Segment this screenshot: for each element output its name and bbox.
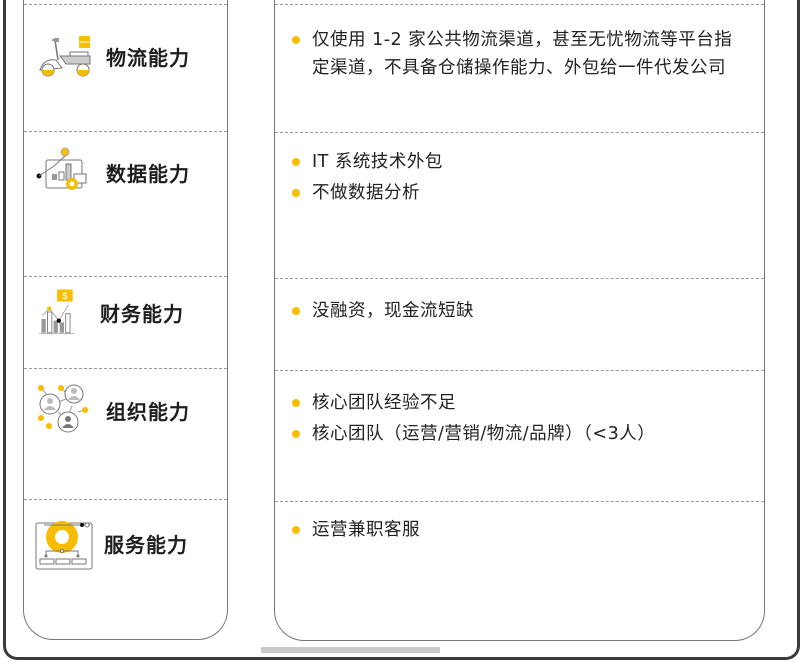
description-column	[274, 0, 765, 641]
svg-text:$: $	[62, 291, 68, 302]
capability-label: 组织能力	[106, 399, 190, 424]
row-divider	[275, 132, 764, 133]
capability-column	[23, 0, 228, 640]
bullet-list-organization: 核心团队经验不足 核心团队（运营/营销/物流/品牌）（<3人）	[292, 389, 742, 451]
row-divider	[275, 4, 764, 5]
row-divider	[24, 368, 227, 369]
horizontal-scrollbar[interactable]	[261, 647, 440, 653]
capability-label: 服务能力	[104, 532, 188, 557]
scooter-delivery-icon	[39, 36, 91, 77]
bullet-dot-icon	[292, 307, 300, 315]
bullet-item: 不做数据分析	[292, 179, 742, 207]
bullet-dot-icon	[292, 36, 300, 44]
bullet-item: 运营兼职客服	[292, 516, 742, 544]
bullet-list-finance: 没融资，现金流短缺	[292, 297, 742, 328]
bullet-dot-icon	[292, 189, 300, 197]
bullet-list-logistics: 仅使用 1-2 家公共物流渠道，甚至无忧物流等平台指定渠道，不具备仓储操作能力、…	[292, 26, 742, 85]
bullet-item: 没融资，现金流短缺	[292, 297, 742, 325]
row-divider	[24, 276, 227, 277]
bullet-item: 仅使用 1-2 家公共物流渠道，甚至无忧物流等平台指定渠道，不具备仓储操作能力、…	[292, 26, 742, 82]
row-divider	[275, 278, 764, 279]
bullet-list-data: IT 系统技术外包 不做数据分析	[292, 148, 742, 210]
capability-organization: 组织能力	[36, 384, 190, 436]
capability-label: 物流能力	[106, 45, 190, 70]
row-divider	[24, 131, 227, 132]
capability-finance: $ 财务能力	[38, 286, 184, 338]
data-dashboard-gear-icon	[36, 147, 87, 190]
capability-label: 数据能力	[106, 161, 190, 186]
row-divider	[24, 4, 227, 5]
capability-label: 财务能力	[100, 301, 184, 326]
bullet-dot-icon	[292, 399, 300, 407]
bullet-dot-icon	[292, 158, 300, 166]
row-divider	[275, 501, 764, 502]
bullet-dot-icon	[292, 526, 300, 534]
bullet-list-service: 运营兼职客服	[292, 516, 742, 547]
service-gear-window-icon	[35, 521, 93, 570]
outer-frame	[3, 0, 800, 660]
bullet-item: 核心团队经验不足	[292, 389, 742, 417]
capability-service: 服务能力	[34, 514, 188, 572]
bullet-item: 核心团队（运营/营销/物流/品牌）（<3人）	[292, 420, 742, 448]
bullet-item: IT 系统技术外包	[292, 148, 742, 176]
team-network-icon	[38, 384, 88, 433]
row-divider	[275, 370, 764, 371]
finance-chart-dollar-icon: $	[38, 289, 75, 335]
capability-logistics: 物流能力	[36, 30, 190, 82]
bullet-dot-icon	[292, 430, 300, 438]
row-divider	[24, 499, 227, 500]
capability-data: 数据能力	[36, 146, 190, 198]
